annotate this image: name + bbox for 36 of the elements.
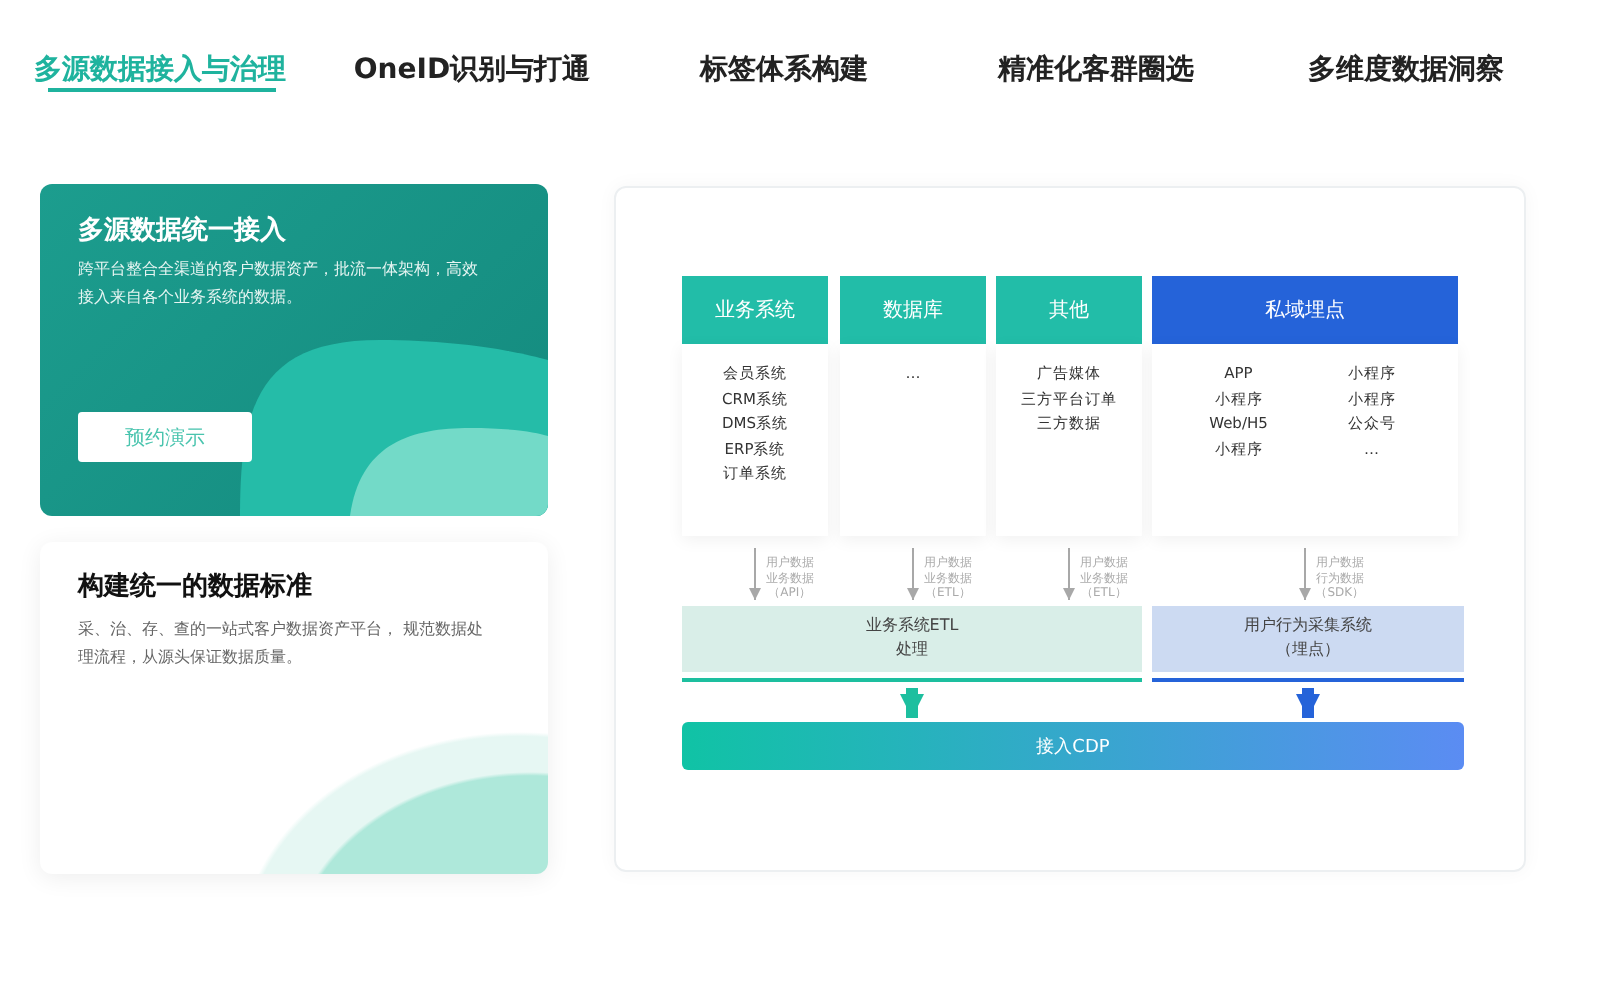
cdp-bar: [682, 722, 1464, 770]
process-label: 用户行为采集系统（埋点）: [1242, 614, 1374, 662]
card-title: 构建统一的数据标准: [78, 569, 312, 604]
source-list-panel: [1152, 344, 1458, 536]
category-header: [840, 276, 986, 344]
arrow: [1063, 547, 1075, 601]
process-box: [682, 606, 1142, 682]
card-description: 采、治、存、查的一站式客户数据资产平台， 规范数据处理流程，从源头保证数据质量。: [78, 618, 486, 670]
process-label: 业务系统ETL处理: [863, 614, 961, 662]
tab-label: 多源数据接入与治理: [34, 52, 286, 88]
feature-card: [40, 184, 548, 516]
flow-arrow: [1296, 688, 1320, 718]
arrow: [1299, 547, 1311, 601]
card-description: 跨平台整合全渠道的客户数据资产，批流一体架构，高效接入来自各个业务系统的数据。: [78, 258, 480, 310]
flow-arrow: [900, 688, 924, 718]
header-text: 其他: [1049, 297, 1089, 324]
category-header: [1152, 276, 1458, 344]
arrow: [907, 547, 919, 601]
tab-label: OneID识别与打通: [353, 52, 591, 88]
header-text: 数据库: [883, 297, 943, 324]
source-list-panel: [682, 344, 828, 536]
demo-button: 预约演示: [78, 412, 252, 462]
arrow: [749, 547, 761, 601]
tab-label: 多维度数据洞察: [1308, 52, 1504, 88]
category-header: [682, 276, 828, 344]
category-header: [996, 276, 1142, 344]
header-text: 私域埋点: [1265, 297, 1345, 324]
tab-label: 标签体系构建: [700, 52, 868, 88]
card-title: 多源数据统一接入: [78, 213, 286, 248]
process-box: [1152, 606, 1464, 682]
cdp-label: 接入CDP: [1036, 735, 1110, 759]
header-text: 业务系统: [715, 297, 795, 324]
source-list-panel: [996, 344, 1142, 536]
tab-label: 精准化客群圈选: [998, 52, 1194, 88]
source-list-panel: [840, 344, 986, 536]
feature-card: [40, 542, 548, 874]
